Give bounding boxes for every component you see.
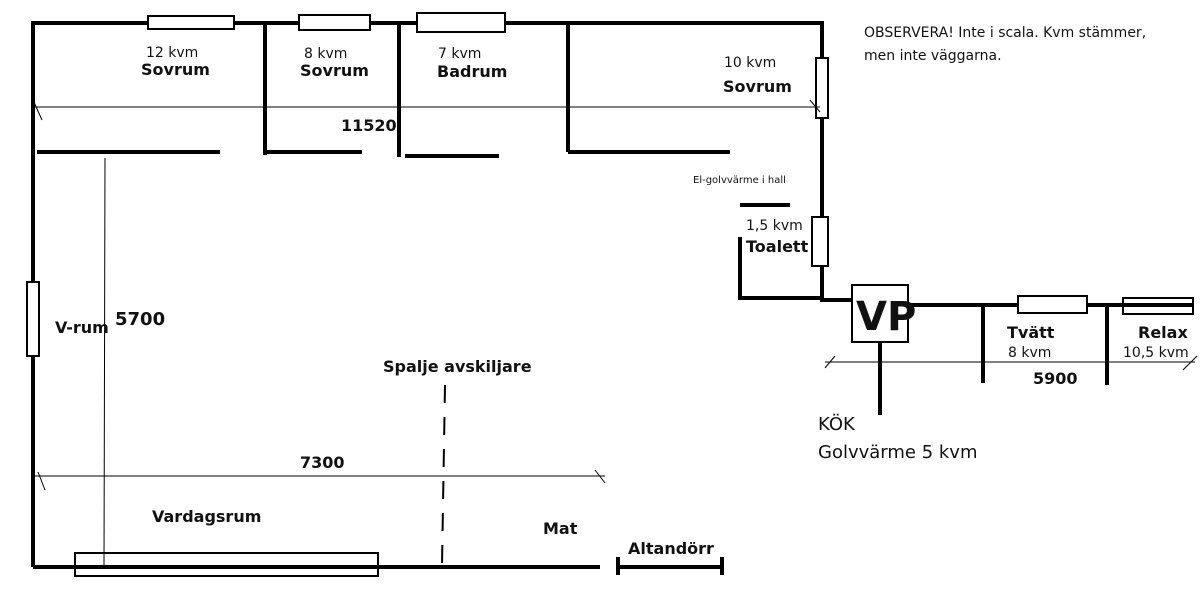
vardagsrum-label: Vardagsrum <box>152 507 261 526</box>
mat-label: Mat <box>543 519 578 538</box>
room-name: Tvätt <box>1007 323 1055 342</box>
note-line-2: men inte väggarna. <box>864 48 1002 64</box>
room-area: 8 kvm <box>304 46 347 62</box>
room-name: Badrum <box>437 62 507 81</box>
trellis-divider <box>441 384 446 566</box>
patio-door <box>616 557 724 575</box>
dimension-living: 7300 <box>300 453 345 472</box>
room-name: Sovrum <box>300 61 369 80</box>
spalje-label: Spalje avskiljare <box>383 357 532 376</box>
room-area: 8 kvm <box>1008 345 1051 361</box>
room-area: 10 kvm <box>724 55 776 71</box>
room-area: 7 kvm <box>438 46 481 62</box>
kitchen-label: KÖK <box>818 413 856 435</box>
room-area: 12 kvm <box>146 45 198 61</box>
note-line-1: OBSERVERA! Inte i scala. Kvm stämmer, <box>864 25 1146 41</box>
room-name: Sovrum <box>141 60 210 79</box>
room-name: Toalett <box>746 237 809 256</box>
heat-pump-label: VP <box>856 294 916 340</box>
room-name: Relax <box>1138 323 1188 342</box>
kitchen-heating: Golvvärme 5 kvm <box>818 442 978 463</box>
dimension-top: 11520 <box>341 116 397 135</box>
vrum-label: V-rum <box>55 318 109 337</box>
room-name: Sovrum <box>723 77 792 96</box>
hall-note: El-golvvärme i hall <box>693 175 786 186</box>
windows <box>26 12 1194 577</box>
dimension-left: 5700 <box>115 309 165 330</box>
room-area: 1,5 kvm <box>746 218 803 234</box>
dimension-right-wing: 5900 <box>1033 369 1078 388</box>
room-area: 10,5 kvm <box>1123 345 1189 361</box>
altandorr-label: Altandörr <box>628 539 714 558</box>
heat-pump-box <box>851 284 909 343</box>
dimension-lines <box>32 99 1198 568</box>
